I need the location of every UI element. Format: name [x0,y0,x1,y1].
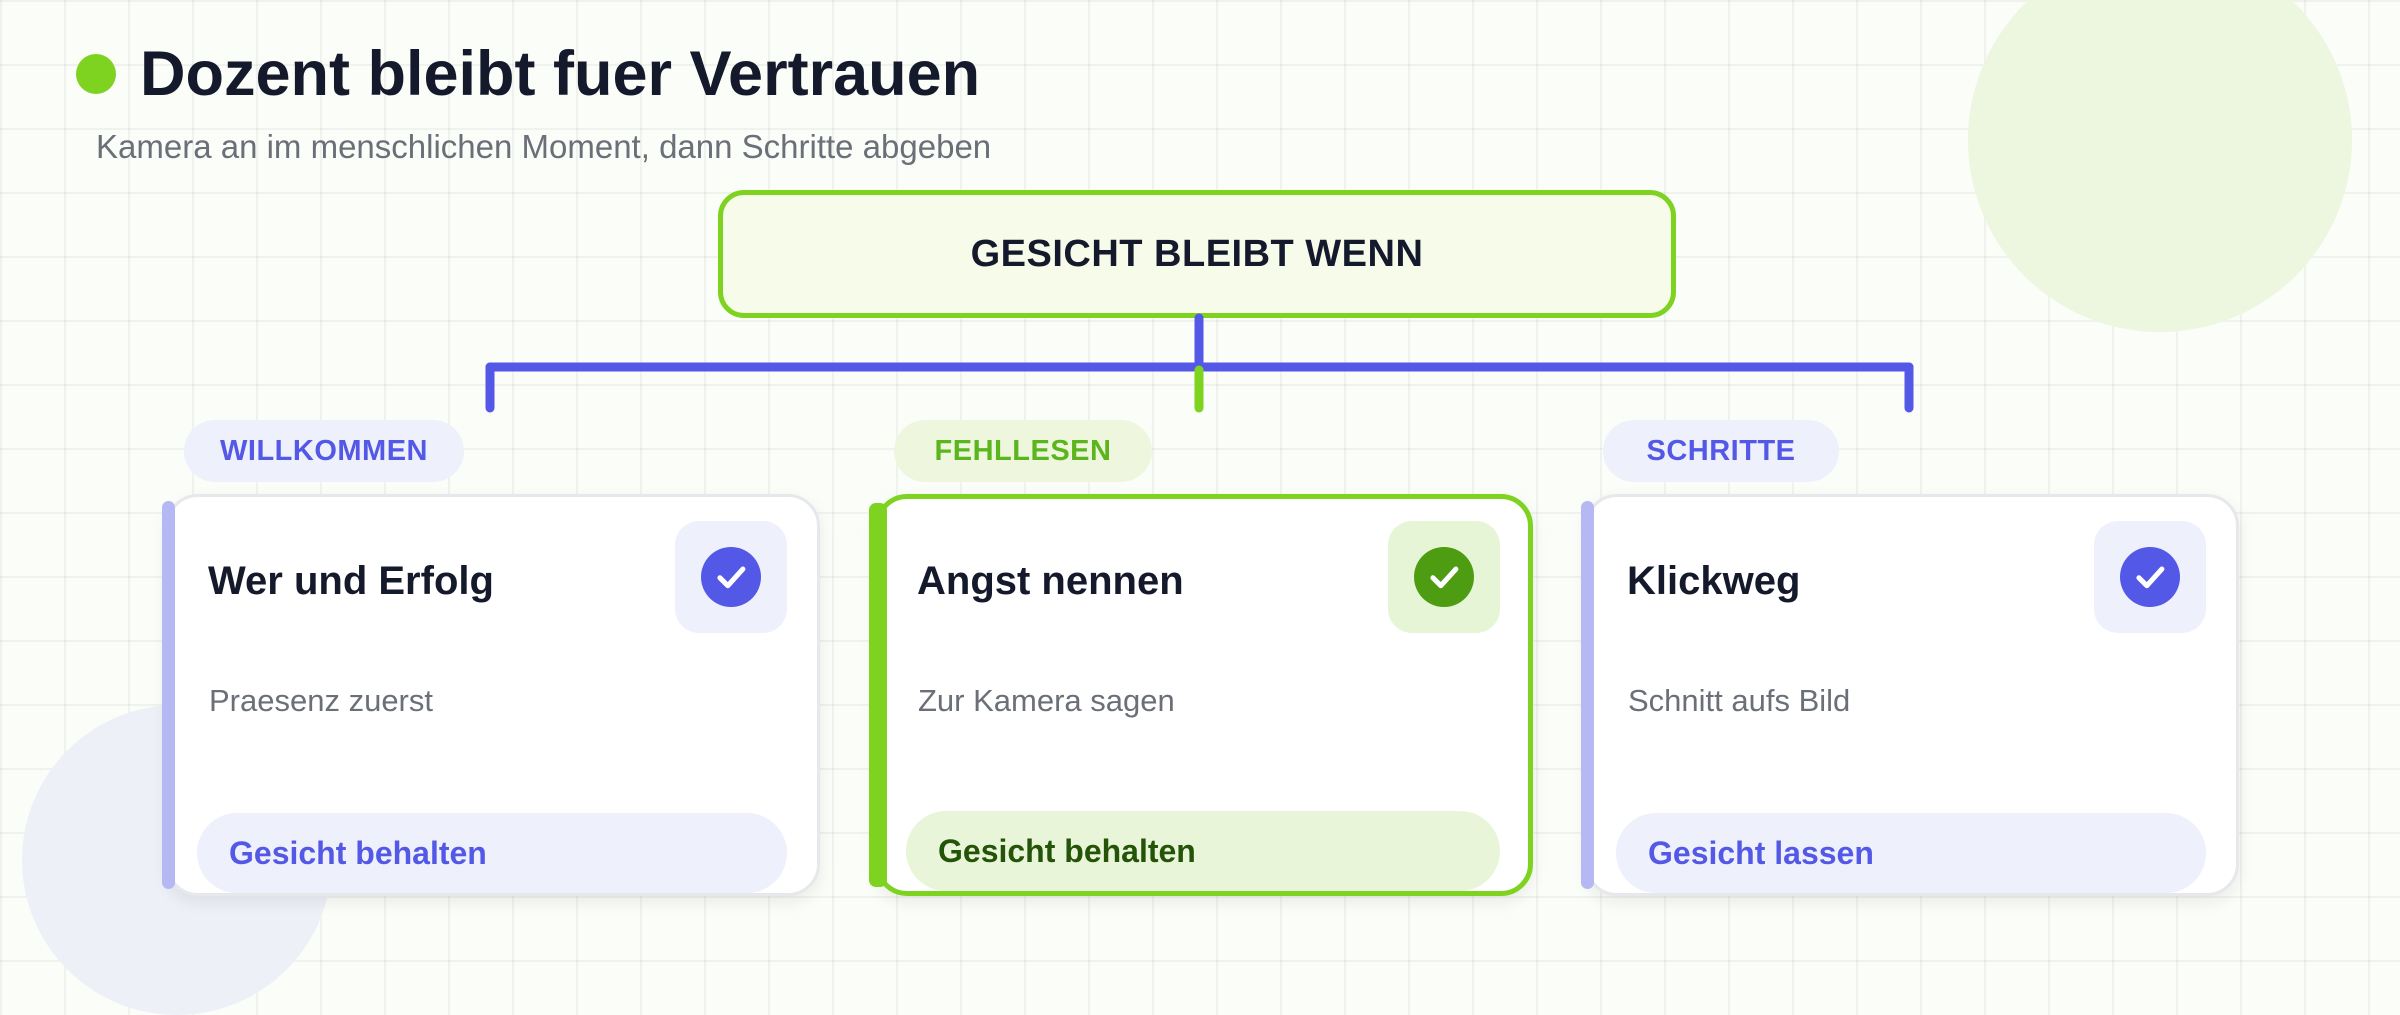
check-circle-icon [2120,547,2180,607]
tag-willkommen: WILLKOMMEN [184,420,464,482]
card-title: Klickweg [1627,559,1801,603]
card-description: Zur Kamera sagen [918,683,1175,718]
check-circle-icon [701,547,761,607]
tag-schritte: SCHRITTE [1603,420,1839,482]
card-description: Praesenz zuerst [209,683,433,718]
card-title: Wer und Erfolg [208,559,494,603]
branch-card-angst-nennen: Angst nennen Zur Kamera sagen Gesicht be… [869,494,1533,896]
decorative-circle-top [1968,0,2352,332]
page-title: Dozent bleibt fuer Vertrauen [140,39,981,109]
root-node-label: GESICHT BLEIBT WENN [970,232,1424,275]
card-footer-action: Gesicht behalten [197,813,787,893]
root-node: GESICHT BLEIBT WENN [718,190,1676,318]
card-accent-bar [162,501,175,889]
card-title: Angst nennen [917,559,1184,603]
connector-lines [485,313,1914,413]
branch-card-wer-und-erfolg: Wer und Erfolg Praesenz zuerst Gesicht b… [162,494,820,896]
tag-fehllesen: FEHLLESEN [894,420,1152,482]
card-description: Schnitt aufs Bild [1628,683,1851,718]
title-dot-icon [76,54,116,94]
branch-card-klickweg: Klickweg Schnitt aufs Bild Gesicht lasse… [1581,494,2239,896]
check-tile [675,521,787,633]
card-footer-action: Gesicht behalten [906,811,1500,891]
card-footer-action: Gesicht lassen [1616,813,2206,893]
check-tile [1388,521,1500,633]
card-accent-bar [869,503,887,887]
check-tile [2094,521,2206,633]
check-circle-icon [1414,547,1474,607]
card-accent-bar [1581,501,1594,889]
header: Dozent bleibt fuer Vertrauen [76,38,980,110]
page-subtitle: Kamera an im menschlichen Moment, dann S… [96,128,992,165]
